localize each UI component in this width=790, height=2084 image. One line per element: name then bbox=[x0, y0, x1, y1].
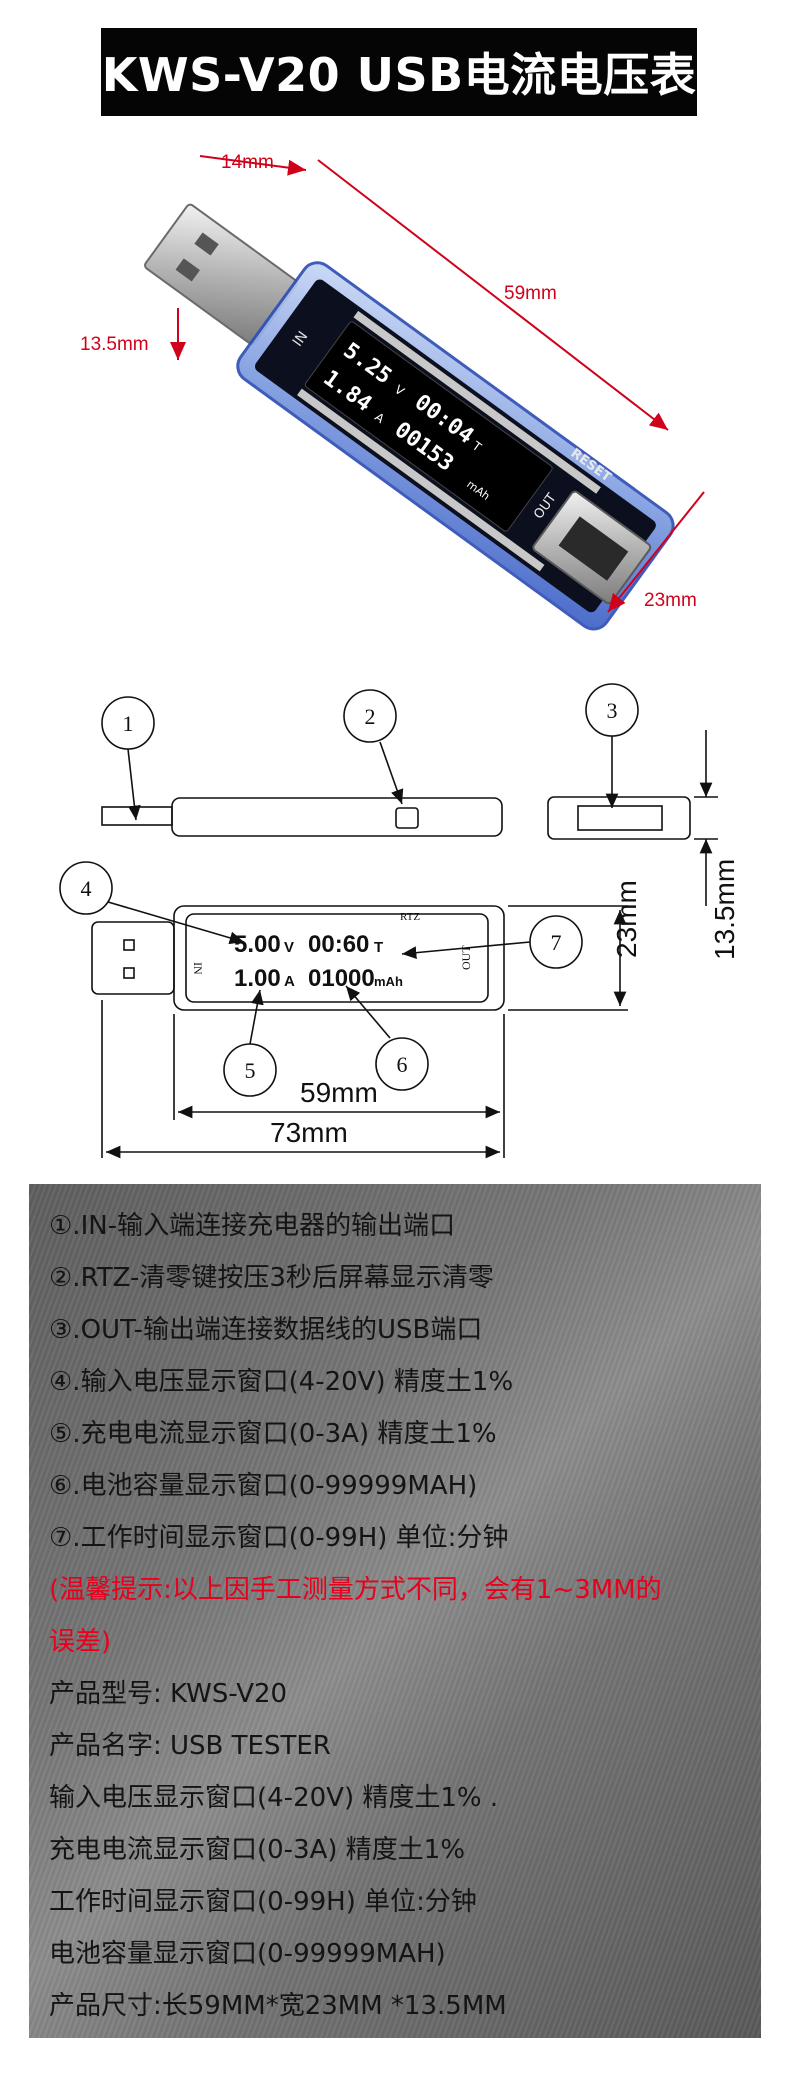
dim-width: 23mm bbox=[644, 590, 697, 611]
drawing-current: 1.00 bbox=[234, 965, 281, 992]
spec-model: 产品型号: KWS-V20 bbox=[49, 1679, 288, 1709]
end-view-port bbox=[577, 805, 663, 831]
end-view-body bbox=[547, 796, 691, 840]
technical-drawing-svg: 1 2 3 4 5 6 7 5.00 V 00:60 T 1.00 A 0100… bbox=[59, 683, 740, 1159]
spec-name: 产品名字: USB TESTER bbox=[49, 1731, 331, 1761]
callout-circle-2 bbox=[343, 689, 397, 743]
callout-number-6: 6 bbox=[397, 1052, 408, 1077]
drawing-time: 00:60 bbox=[308, 931, 369, 958]
product-photo: 5.25 V 00:04 T 1.84 A 00153 mAh IN RESET… bbox=[0, 130, 790, 670]
callout-number-1: 1 bbox=[123, 711, 134, 736]
dim-13-5mm: 13.5mm bbox=[709, 859, 740, 960]
rtz-button bbox=[395, 807, 419, 829]
spec-capacity: 电池容量显示窗口(0-99999MAH) bbox=[49, 1939, 446, 1969]
feature-line-4: ④.输入电压显示窗口(4-20V) 精度土1% bbox=[49, 1367, 514, 1397]
callout-number-5: 5 bbox=[245, 1058, 256, 1083]
callout-number-4: 4 bbox=[81, 876, 92, 901]
spec-current: 充电电流显示窗口(0-3A) 精度土1% bbox=[49, 1835, 466, 1865]
page-title: KWS-V20 USB电流电压表 bbox=[101, 48, 697, 102]
info-panel: ①.IN-输入端连接充电器的输出端口 ②.RTZ-清零键按压3秒后屏幕显示清零 … bbox=[29, 1184, 761, 2038]
spec-time: 工作时间显示窗口(0-99H) 单位:分钟 bbox=[49, 1887, 477, 1917]
callout-number-3: 3 bbox=[607, 698, 618, 723]
drawing-in-label: IN bbox=[191, 962, 205, 975]
plug-hole bbox=[175, 258, 200, 282]
side-view-body bbox=[171, 797, 503, 837]
warning-line-2: 误差) bbox=[49, 1627, 112, 1657]
usb-socket-slot bbox=[558, 516, 629, 581]
dim-top: 14mm bbox=[221, 152, 274, 173]
drawing-current-unit: A bbox=[284, 973, 295, 990]
dim-line-top bbox=[199, 155, 307, 176]
dim-line-width bbox=[607, 491, 705, 613]
callout-circle-4 bbox=[59, 861, 113, 915]
feature-line-2: ②.RTZ-清零键按压3秒后屏幕显示清零 bbox=[49, 1263, 494, 1293]
feature-line-1: ①.IN-输入端连接充电器的输出端口 bbox=[49, 1211, 456, 1241]
dim-59mm: 59mm bbox=[300, 1077, 378, 1108]
oled-screen bbox=[304, 321, 553, 532]
technical-drawing: 1 2 3 4 5 6 7 5.00 V 00:60 T 1.00 A 0100… bbox=[0, 670, 790, 1170]
dim-height: 13.5mm bbox=[80, 334, 149, 355]
front-view-body bbox=[173, 905, 505, 1011]
feature-line-7: ⑦.工作时间显示窗口(0-99H) 单位:分钟 bbox=[49, 1523, 509, 1553]
plug-hole bbox=[194, 232, 219, 256]
drawing-time-unit: T bbox=[374, 939, 383, 956]
callout-circle-6 bbox=[375, 1037, 429, 1091]
drawing-capacity: 01000 bbox=[308, 965, 375, 992]
dim-length: 59mm bbox=[504, 283, 557, 304]
spec-voltage: 输入电压显示窗口(4-20V) 精度土1% . bbox=[49, 1783, 499, 1813]
front-view-plug bbox=[91, 921, 175, 995]
dim-73mm: 73mm bbox=[270, 1117, 348, 1148]
drawing-out-label: OUT bbox=[459, 945, 473, 970]
drawing-voltage: 5.00 bbox=[234, 931, 281, 958]
title-banner: KWS-V20 USB电流电压表 bbox=[101, 28, 697, 116]
product-photo-illustration: 5.25 V 00:04 T 1.84 A 00153 mAh IN RESET… bbox=[144, 155, 705, 631]
callout-number-2: 2 bbox=[365, 704, 376, 729]
warning-line-1: (温馨提示:以上因手工测量方式不同，会有1~3MM的 bbox=[49, 1575, 662, 1605]
rtz-label: RTZ bbox=[400, 911, 420, 923]
drawing-capacity-unit: mAh bbox=[374, 974, 403, 989]
dim-line-length bbox=[317, 159, 669, 431]
spec-size: 产品尺寸:长59MM*宽23MM *13.5MM bbox=[49, 1991, 507, 2021]
info-lines: ①.IN-输入端连接充电器的输出端口 ②.RTZ-清零键按压3秒后屏幕显示清零 … bbox=[29, 1184, 761, 2032]
callout-number-7: 7 bbox=[551, 930, 562, 955]
feature-line-6: ⑥.电池容量显示窗口(0-99999MAH) bbox=[49, 1471, 478, 1501]
drawing-voltage-unit: V bbox=[284, 939, 294, 956]
feature-line-3: ③.OUT-输出端连接数据线的USB端口 bbox=[49, 1315, 483, 1345]
feature-line-5: ⑤.充电电流显示窗口(0-3A) 精度土1% bbox=[49, 1419, 497, 1449]
dim-23mm: 23mm bbox=[611, 880, 642, 958]
